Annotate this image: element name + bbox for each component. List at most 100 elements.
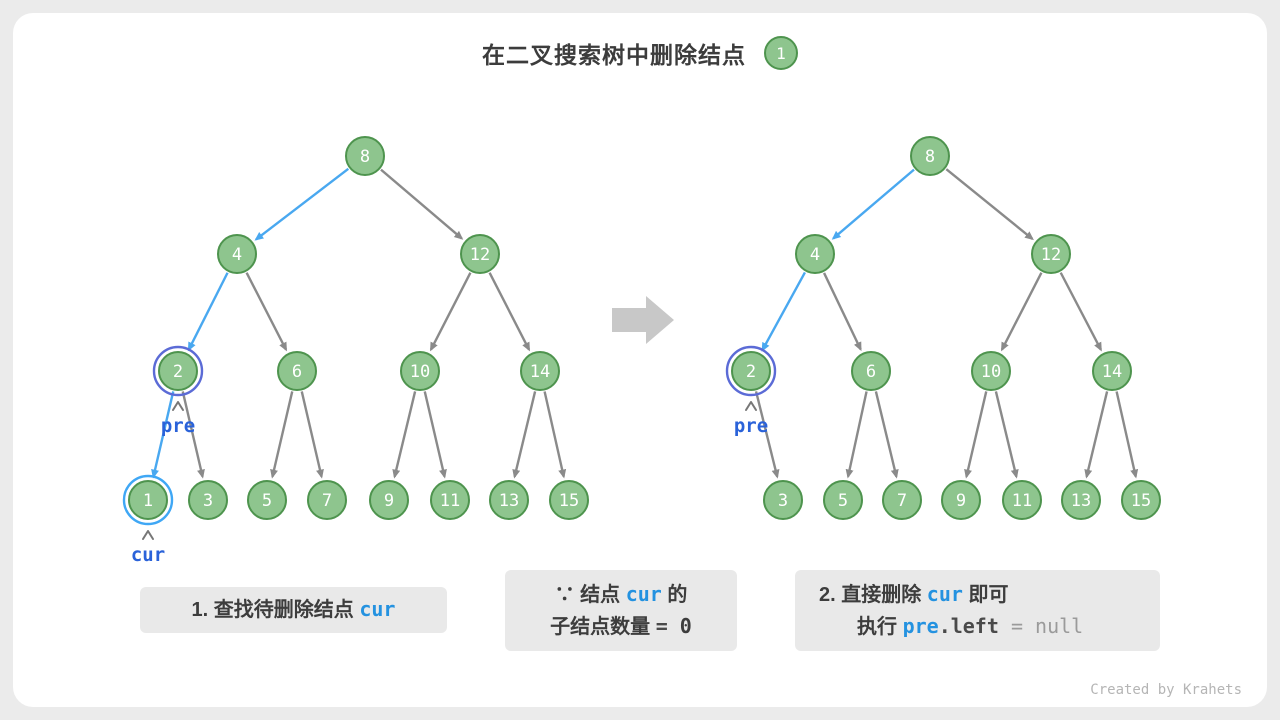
node-value: 15: [1131, 491, 1151, 511]
pointer-pre: pre: [161, 415, 195, 437]
edge-6-7: [874, 391, 899, 479]
edge-6-5: [270, 391, 294, 479]
tree-node-6: [277, 351, 317, 391]
edge-10-9: [964, 391, 988, 479]
node-value: 8: [360, 147, 370, 167]
caret-up-icon: [172, 401, 184, 411]
edge-2-1: [151, 391, 175, 479]
edge-12-14: [488, 272, 531, 352]
pre-highlight-ring: [725, 345, 777, 397]
tree-node-13: [1061, 480, 1101, 520]
caret-up-icon: [745, 401, 757, 411]
figure-title: 在二叉搜索树中删除结点: [482, 42, 746, 68]
node-value: 4: [232, 245, 242, 265]
node-value: 2: [173, 362, 183, 382]
edge-10-11: [994, 391, 1019, 479]
tree-node-3: [763, 480, 803, 520]
node-value: 10: [410, 362, 430, 382]
edge-12-10: [1000, 272, 1043, 352]
tree-node-13: [489, 480, 529, 520]
figure-header: 在二叉搜索树中删除结点 1: [0, 36, 1280, 70]
tree-node-3: [188, 480, 228, 520]
caption-segment: .left: [938, 613, 999, 638]
edge-8-12: [945, 168, 1034, 241]
tree-node-11: [430, 480, 470, 520]
tree-node-5: [823, 480, 863, 520]
node-value: 3: [778, 491, 788, 511]
caption-segment: cur: [926, 581, 963, 606]
tree-node-15: [549, 480, 589, 520]
caption-segment: cur: [625, 581, 662, 606]
caret-up-icon: [142, 530, 154, 540]
edge-4-2: [187, 272, 229, 352]
node-value: 12: [470, 245, 490, 265]
node-value: 5: [838, 491, 848, 511]
tree-node-1: [128, 480, 168, 520]
node-value: 12: [1041, 245, 1061, 265]
caption-line: 子结点数量 = 0: [550, 611, 692, 643]
node-value: 2: [746, 362, 756, 382]
caption-segment: 子结点数量: [550, 615, 656, 638]
tree-node-15: [1121, 480, 1161, 520]
caption-step-1: 1. 查找待删除结点 cur: [140, 587, 447, 633]
tree-node-2: [158, 351, 198, 391]
edge-8-4: [254, 167, 350, 241]
node-value: 10: [981, 362, 1001, 382]
tree-node-11: [1002, 480, 1042, 520]
cur-highlight-ring: [122, 474, 174, 526]
caption-segment: =: [998, 613, 1036, 638]
edge-8-12: [380, 168, 464, 240]
tree-node-8: [345, 136, 385, 176]
edge-6-5: [845, 391, 868, 479]
pre-highlight-ring: [152, 345, 204, 397]
node-value: 3: [203, 491, 213, 511]
edge-4-6: [245, 272, 288, 352]
caption-because: ∵ 结点 cur 的子结点数量 = 0: [505, 570, 737, 651]
edge-2-3: [181, 391, 205, 479]
caption-line: 执行 pre.left = null: [819, 611, 1083, 643]
edge-6-7: [300, 391, 324, 479]
caption-segment: null: [1035, 613, 1084, 638]
tree-node-6: [851, 351, 891, 391]
caption-line: ∵ 结点 cur 的: [555, 579, 688, 611]
caption-line: 2. 直接删除 cur 即可: [819, 579, 1008, 611]
edge-2-3: [754, 391, 780, 479]
edge-8-4: [831, 168, 915, 240]
tree-node-7: [307, 480, 347, 520]
caption-step-2: 2. 直接删除 cur 即可执行 pre.left = null: [795, 570, 1160, 651]
pointer-cur: cur: [131, 544, 165, 566]
edge-14-15: [543, 391, 567, 479]
step-badge: 1: [764, 36, 798, 70]
edge-12-10: [429, 272, 472, 352]
caption-segment: 执行: [857, 615, 903, 638]
edge-12-14: [1059, 272, 1102, 352]
node-value: 6: [866, 362, 876, 382]
tree-node-5: [247, 480, 287, 520]
node-value: 6: [292, 362, 302, 382]
tree-node-12: [1031, 234, 1071, 274]
node-value: 15: [559, 491, 579, 511]
node-value: 9: [384, 491, 394, 511]
transform-arrow-icon: [612, 296, 674, 344]
tree-node-10: [400, 351, 440, 391]
caption-segment: 2. 直接删除: [819, 583, 927, 606]
caption-segment: 即可: [962, 583, 1009, 606]
caption-line: 1. 查找待删除结点 cur: [192, 594, 396, 626]
caption-segment: =: [655, 613, 680, 638]
caption-segment: 的: [661, 583, 688, 606]
node-value: 9: [956, 491, 966, 511]
node-value: 5: [262, 491, 272, 511]
caption-segment: cur: [359, 597, 396, 621]
caption-segment: 0: [679, 613, 692, 638]
credit: Created by Krahets: [1090, 682, 1242, 698]
tree-node-4: [795, 234, 835, 274]
tree-node-8: [910, 136, 950, 176]
edge-10-9: [392, 391, 417, 479]
edge-4-6: [822, 272, 862, 352]
node-value: 13: [1071, 491, 1091, 511]
node-value: 8: [925, 147, 935, 167]
edge-4-2: [761, 271, 806, 352]
